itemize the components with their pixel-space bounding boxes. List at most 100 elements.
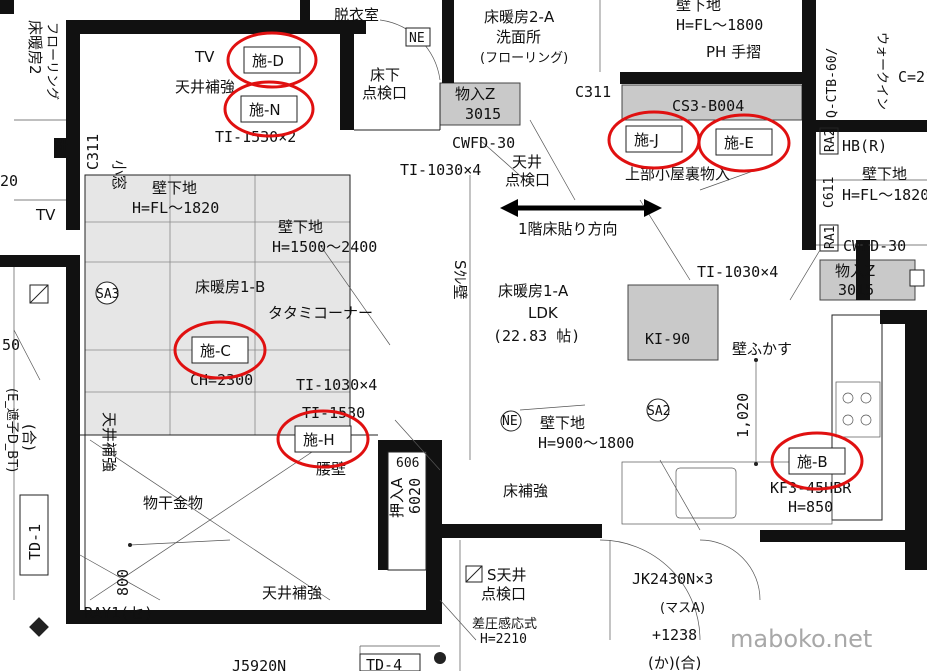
label-ti-1030x4-right: TI-1030×4 xyxy=(697,263,778,281)
tag-ne-top: NE xyxy=(409,31,425,46)
callout-c-label: 施-C xyxy=(200,342,231,360)
tatami-grid xyxy=(84,174,351,436)
label-wall-base-2h: H=1500～2400 xyxy=(272,238,377,256)
label-cwfd30-top: CWFD-30 xyxy=(452,134,515,152)
label-dim-606: 606 xyxy=(396,456,419,471)
label-storage-z-2: 3015 xyxy=(465,105,501,123)
label-dim-800: 800 xyxy=(114,569,132,596)
tag-hyo: 表 xyxy=(52,138,67,151)
plug-icon xyxy=(29,617,49,637)
label-oshiire-2: 6020 xyxy=(406,478,424,514)
label-floor-direction: 1階床貼り方向 xyxy=(518,220,618,238)
label-j5920n: J5920N xyxy=(232,657,286,671)
label-left-edge-go: (合) xyxy=(20,424,38,451)
callout-c: 施-C xyxy=(173,320,267,380)
walls xyxy=(0,0,927,624)
label-ph: PH 手摺 xyxy=(706,43,761,61)
label-ti-1030x4-mid: TI-1030×4 xyxy=(296,376,377,394)
label-left-edge-50: 50 xyxy=(2,336,20,354)
label-wall-base-2: 壁下地 xyxy=(278,218,323,236)
label-waist-wall: 腰壁 xyxy=(316,460,346,478)
callout-h-label: 施-H xyxy=(303,431,335,449)
label-dressing: 脱衣室 xyxy=(334,6,379,24)
label-tv-left: TV xyxy=(35,206,56,224)
label-td4: TD-4 xyxy=(366,656,402,671)
label-wall-base-3: 壁下地 xyxy=(540,414,585,432)
label-wall-base-top: 壁下地 xyxy=(676,0,721,14)
partitions xyxy=(13,0,927,671)
label-td1: TD-1 xyxy=(26,524,44,560)
hatch-marker xyxy=(909,269,925,287)
label-pressure-2: H=2210 xyxy=(480,632,527,647)
label-plus1238: +1238 xyxy=(652,626,697,644)
label-washroom-floor: (フローリング) xyxy=(480,51,568,66)
label-ki90: KI-90 xyxy=(645,330,690,348)
label-ti-1030x4-top: TI-1030×4 xyxy=(400,161,481,179)
callout-b-label: 施-B xyxy=(797,453,828,471)
label-ra2: RA2 xyxy=(823,129,838,152)
storage-z-box xyxy=(439,82,521,126)
label-small-window: 小窓 xyxy=(110,160,128,190)
callout-d: 施-D xyxy=(226,31,318,89)
label-ra1: RA1 xyxy=(823,226,838,249)
circle-tags: SA3 SA2 NE NE 表 xyxy=(52,27,670,432)
callout-b: 施-B xyxy=(770,431,864,491)
label-s-ceiling-1: S天井 xyxy=(487,566,527,584)
label-dim-1020: 1,020 xyxy=(734,393,752,438)
label-ceiling-reinf-left: 天井補強 xyxy=(100,412,118,472)
label-wall-base-right-2: H=FL～1820 xyxy=(842,186,927,204)
label-c611: C611 xyxy=(822,177,837,208)
label-ldk-title: 床暖房1-A xyxy=(498,282,569,300)
label-wall-base-1h: H=FL～1820 xyxy=(132,199,219,217)
grid-marker xyxy=(434,652,446,664)
label-ti-1530x2: TI-1530×2 xyxy=(215,128,296,146)
kitchen-island xyxy=(627,284,719,361)
label-storage-z-r2: 3015 xyxy=(838,281,874,299)
label-jk2430: JK2430N×3 xyxy=(632,570,713,588)
label-cs3: CS3-B004 xyxy=(672,97,744,115)
label-pressure-1: 差圧感応式 xyxy=(472,616,537,632)
label-ceiling-inspect-2: 点検口 xyxy=(505,171,550,189)
label-tv-top: TV xyxy=(194,48,215,66)
label-cut: (E_遮子D_BT) xyxy=(4,388,20,472)
label-c21: C=21 xyxy=(898,68,927,86)
label-ceiling-reinf-bottom: 天井補強 xyxy=(262,584,322,602)
label-ray1: RAY1(セ) xyxy=(84,604,153,622)
label-left-room-title: 床暖房2 xyxy=(26,20,44,75)
label-washroom-title: 床暖房2-A xyxy=(484,8,555,26)
label-s-ceiling-2: 点検口 xyxy=(481,585,526,603)
label-underfloor-inspect-2: 点検口 xyxy=(362,84,407,102)
callout-n-label: 施-N xyxy=(249,101,281,119)
callout-h: 施-H xyxy=(276,409,370,469)
label-floor-reinf: 床補強 xyxy=(503,482,548,500)
label-masu-a: (マスA) xyxy=(660,601,705,616)
label-ceiling-inspect-1: 天井 xyxy=(512,153,542,171)
label-attic-storage: 上部小屋裏物入 xyxy=(625,165,730,183)
callout-j: 施-J xyxy=(607,110,701,170)
callout-j-label: 施-J xyxy=(634,131,659,149)
label-underfloor-inspect-1: 床下 xyxy=(370,66,400,84)
label-cwfd30-right: CWFD-30 xyxy=(843,237,906,255)
label-ka-go: (か)(合) xyxy=(648,654,701,671)
watermark: maboko.net xyxy=(730,625,872,653)
callout-d-label: 施-D xyxy=(252,52,284,70)
label-wall-base-1: 壁下地 xyxy=(152,179,197,197)
label-storage-z-r1: 物入Z xyxy=(835,262,875,280)
label-storage-z-1: 物入Z xyxy=(455,85,495,103)
label-wall-extend: 壁ふかす xyxy=(732,340,792,358)
kitchen-counter xyxy=(621,314,883,525)
label-h-fl-1800: H=FL～1800 xyxy=(676,16,763,34)
tag-ne-mid: NE xyxy=(502,414,518,429)
label-washroom-name: 洗面所 xyxy=(496,28,541,46)
label-left-edge-20: 20 xyxy=(0,172,18,190)
label-left-room-floor: フローリング xyxy=(44,22,59,100)
tag-sa3: SA3 xyxy=(96,287,119,302)
label-q-ctb: Q-CTB-60/ xyxy=(825,48,840,118)
label-c311-left: C311 xyxy=(84,134,102,170)
label-oshiire-1: 押入A xyxy=(388,477,406,518)
label-walk-in: ウォークイン xyxy=(874,32,889,110)
label-wall-base-right-1: 壁下地 xyxy=(862,165,907,183)
label-h850: H=850 xyxy=(788,498,833,516)
